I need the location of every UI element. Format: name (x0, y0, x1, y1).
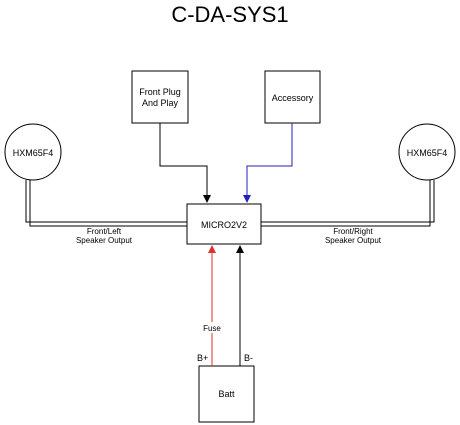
amplifier-node: MICRO2V2 (186, 203, 262, 245)
right-output-label-line2: Speaker Output (325, 236, 382, 245)
fuse-label-background (201, 322, 223, 333)
right-output-label-line1: Front/Right (333, 227, 373, 236)
left-output-label-line1: Front/Left (87, 227, 122, 236)
right-speaker-output-connector (261, 180, 435, 227)
diagram-title: C-DA-SYS1 (171, 2, 288, 27)
speaker-left-label: HXM65F4 (13, 148, 54, 158)
front-plug-label-line2: And Play (142, 98, 179, 108)
speaker-right-node: HXM65F4 (398, 123, 456, 181)
fuse-label: Fuse (203, 324, 221, 333)
front-plug-to-amplifier-connector (159, 123, 211, 203)
left-speaker-output-connector (25, 180, 187, 227)
b-minus-label: B- (244, 353, 253, 363)
amplifier-label: MICRO2V2 (201, 220, 247, 230)
b-plus-label: B+ (197, 353, 208, 363)
accessory-label: Accessory (272, 93, 314, 103)
front-plug-node: Front Plug And Play (131, 70, 189, 124)
speaker-left-node: HXM65F4 (4, 123, 62, 181)
left-output-label-line2: Speaker Output (76, 236, 133, 245)
accessory-node: Accessory (264, 70, 321, 124)
front-plug-label-line1: Front Plug (139, 87, 181, 97)
battery-node: Batt (198, 365, 255, 423)
accessory-to-amplifier-connector (243, 123, 293, 203)
battery-label: Batt (218, 389, 235, 399)
speaker-right-label: HXM65F4 (407, 148, 448, 158)
